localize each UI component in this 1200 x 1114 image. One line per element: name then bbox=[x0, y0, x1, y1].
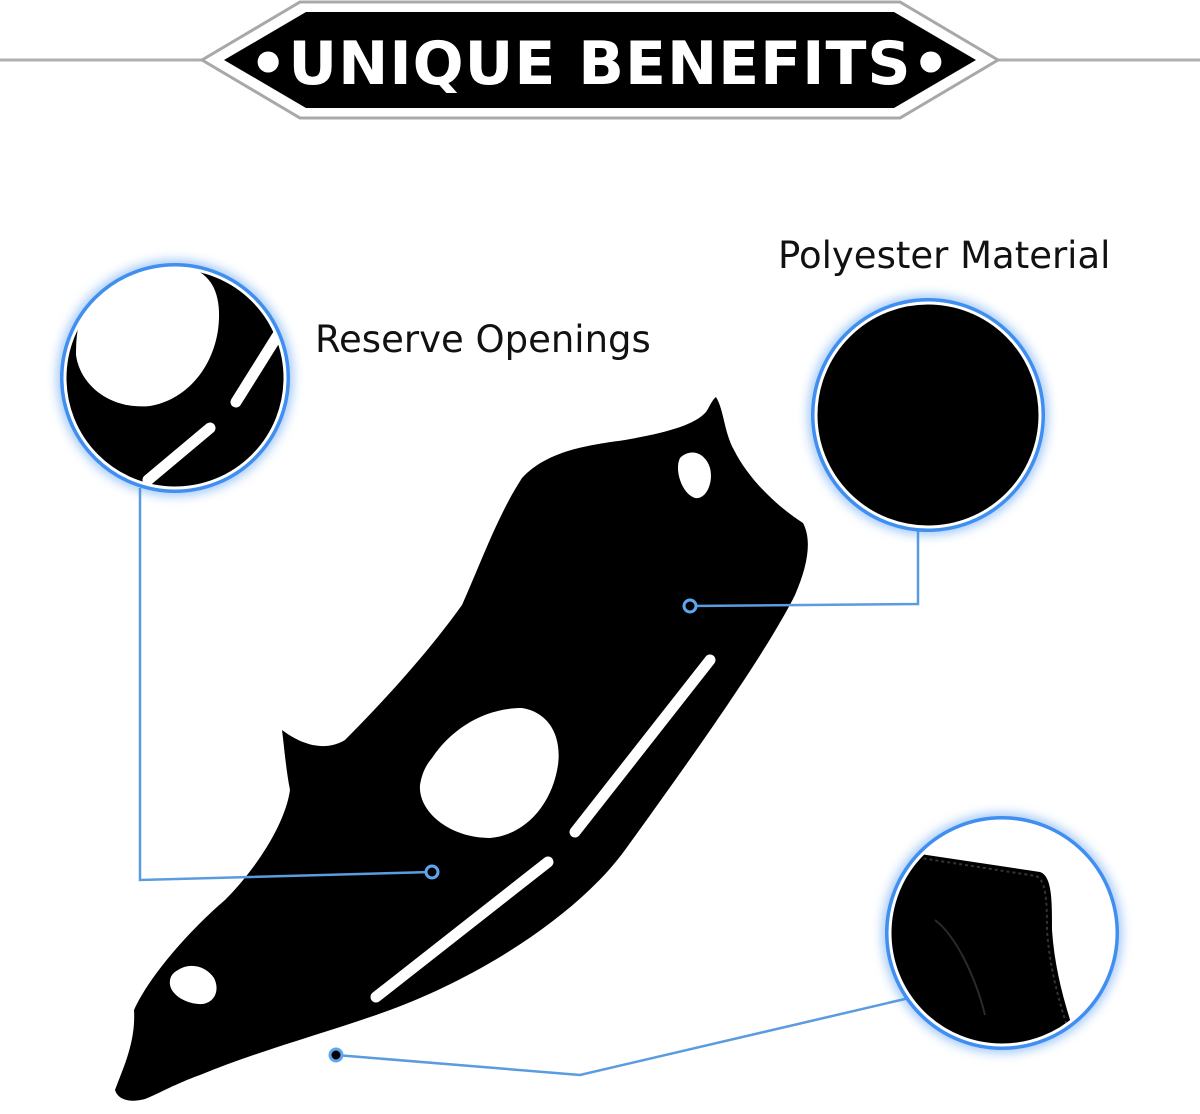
magnifier-polyester-material bbox=[811, 298, 1045, 532]
mat-opening-center bbox=[419, 708, 559, 838]
mat-opening-sensor-left bbox=[169, 965, 217, 1005]
label-reserve-openings: Reserve Openings bbox=[315, 318, 651, 361]
anchor-dot-openings bbox=[424, 864, 440, 880]
banner-title: •UNIQUE BENEFITS• bbox=[249, 29, 951, 99]
callout-anchor-points bbox=[328, 598, 698, 1063]
magnifier-glow-ring bbox=[60, 263, 290, 493]
closeup-fold bbox=[934, 919, 986, 1016]
callout-line-edge bbox=[335, 993, 923, 1077]
header-banner: •UNIQUE BENEFITS• bbox=[0, 0, 1200, 120]
mat-defrost-slot-upper bbox=[569, 654, 716, 838]
callout-line-material bbox=[689, 527, 920, 608]
closeup-stitching bbox=[890, 851, 1076, 1045]
magnifier-glow-ring bbox=[885, 816, 1119, 1050]
callout-lines bbox=[138, 488, 923, 1077]
anchor-dot-material bbox=[682, 598, 698, 614]
mat-opening-sensor-right bbox=[677, 452, 711, 499]
magnifier-rim bbox=[814, 301, 1042, 529]
mat-defrost-slot-lower bbox=[370, 856, 554, 1003]
magnifier-glow-ring bbox=[811, 298, 1045, 532]
closeup-opening bbox=[76, 268, 220, 407]
callout-line-openings bbox=[138, 488, 433, 882]
dashboard-mat bbox=[115, 397, 808, 1101]
banner-fill bbox=[224, 12, 976, 108]
magnifier-fabric-closeup bbox=[816, 303, 1040, 527]
magnifier-rim bbox=[63, 266, 287, 490]
anchor-dot-edge bbox=[328, 1047, 344, 1063]
closeup-slot-lower bbox=[142, 422, 216, 486]
closeup-mat-edge bbox=[890, 848, 1080, 1045]
magnifier-rim bbox=[888, 819, 1116, 1047]
magnifier-edge-detail bbox=[885, 816, 1119, 1050]
label-polyester-material: Polyester Material bbox=[778, 234, 1110, 277]
magnifier-reserve-openings bbox=[60, 263, 290, 493]
